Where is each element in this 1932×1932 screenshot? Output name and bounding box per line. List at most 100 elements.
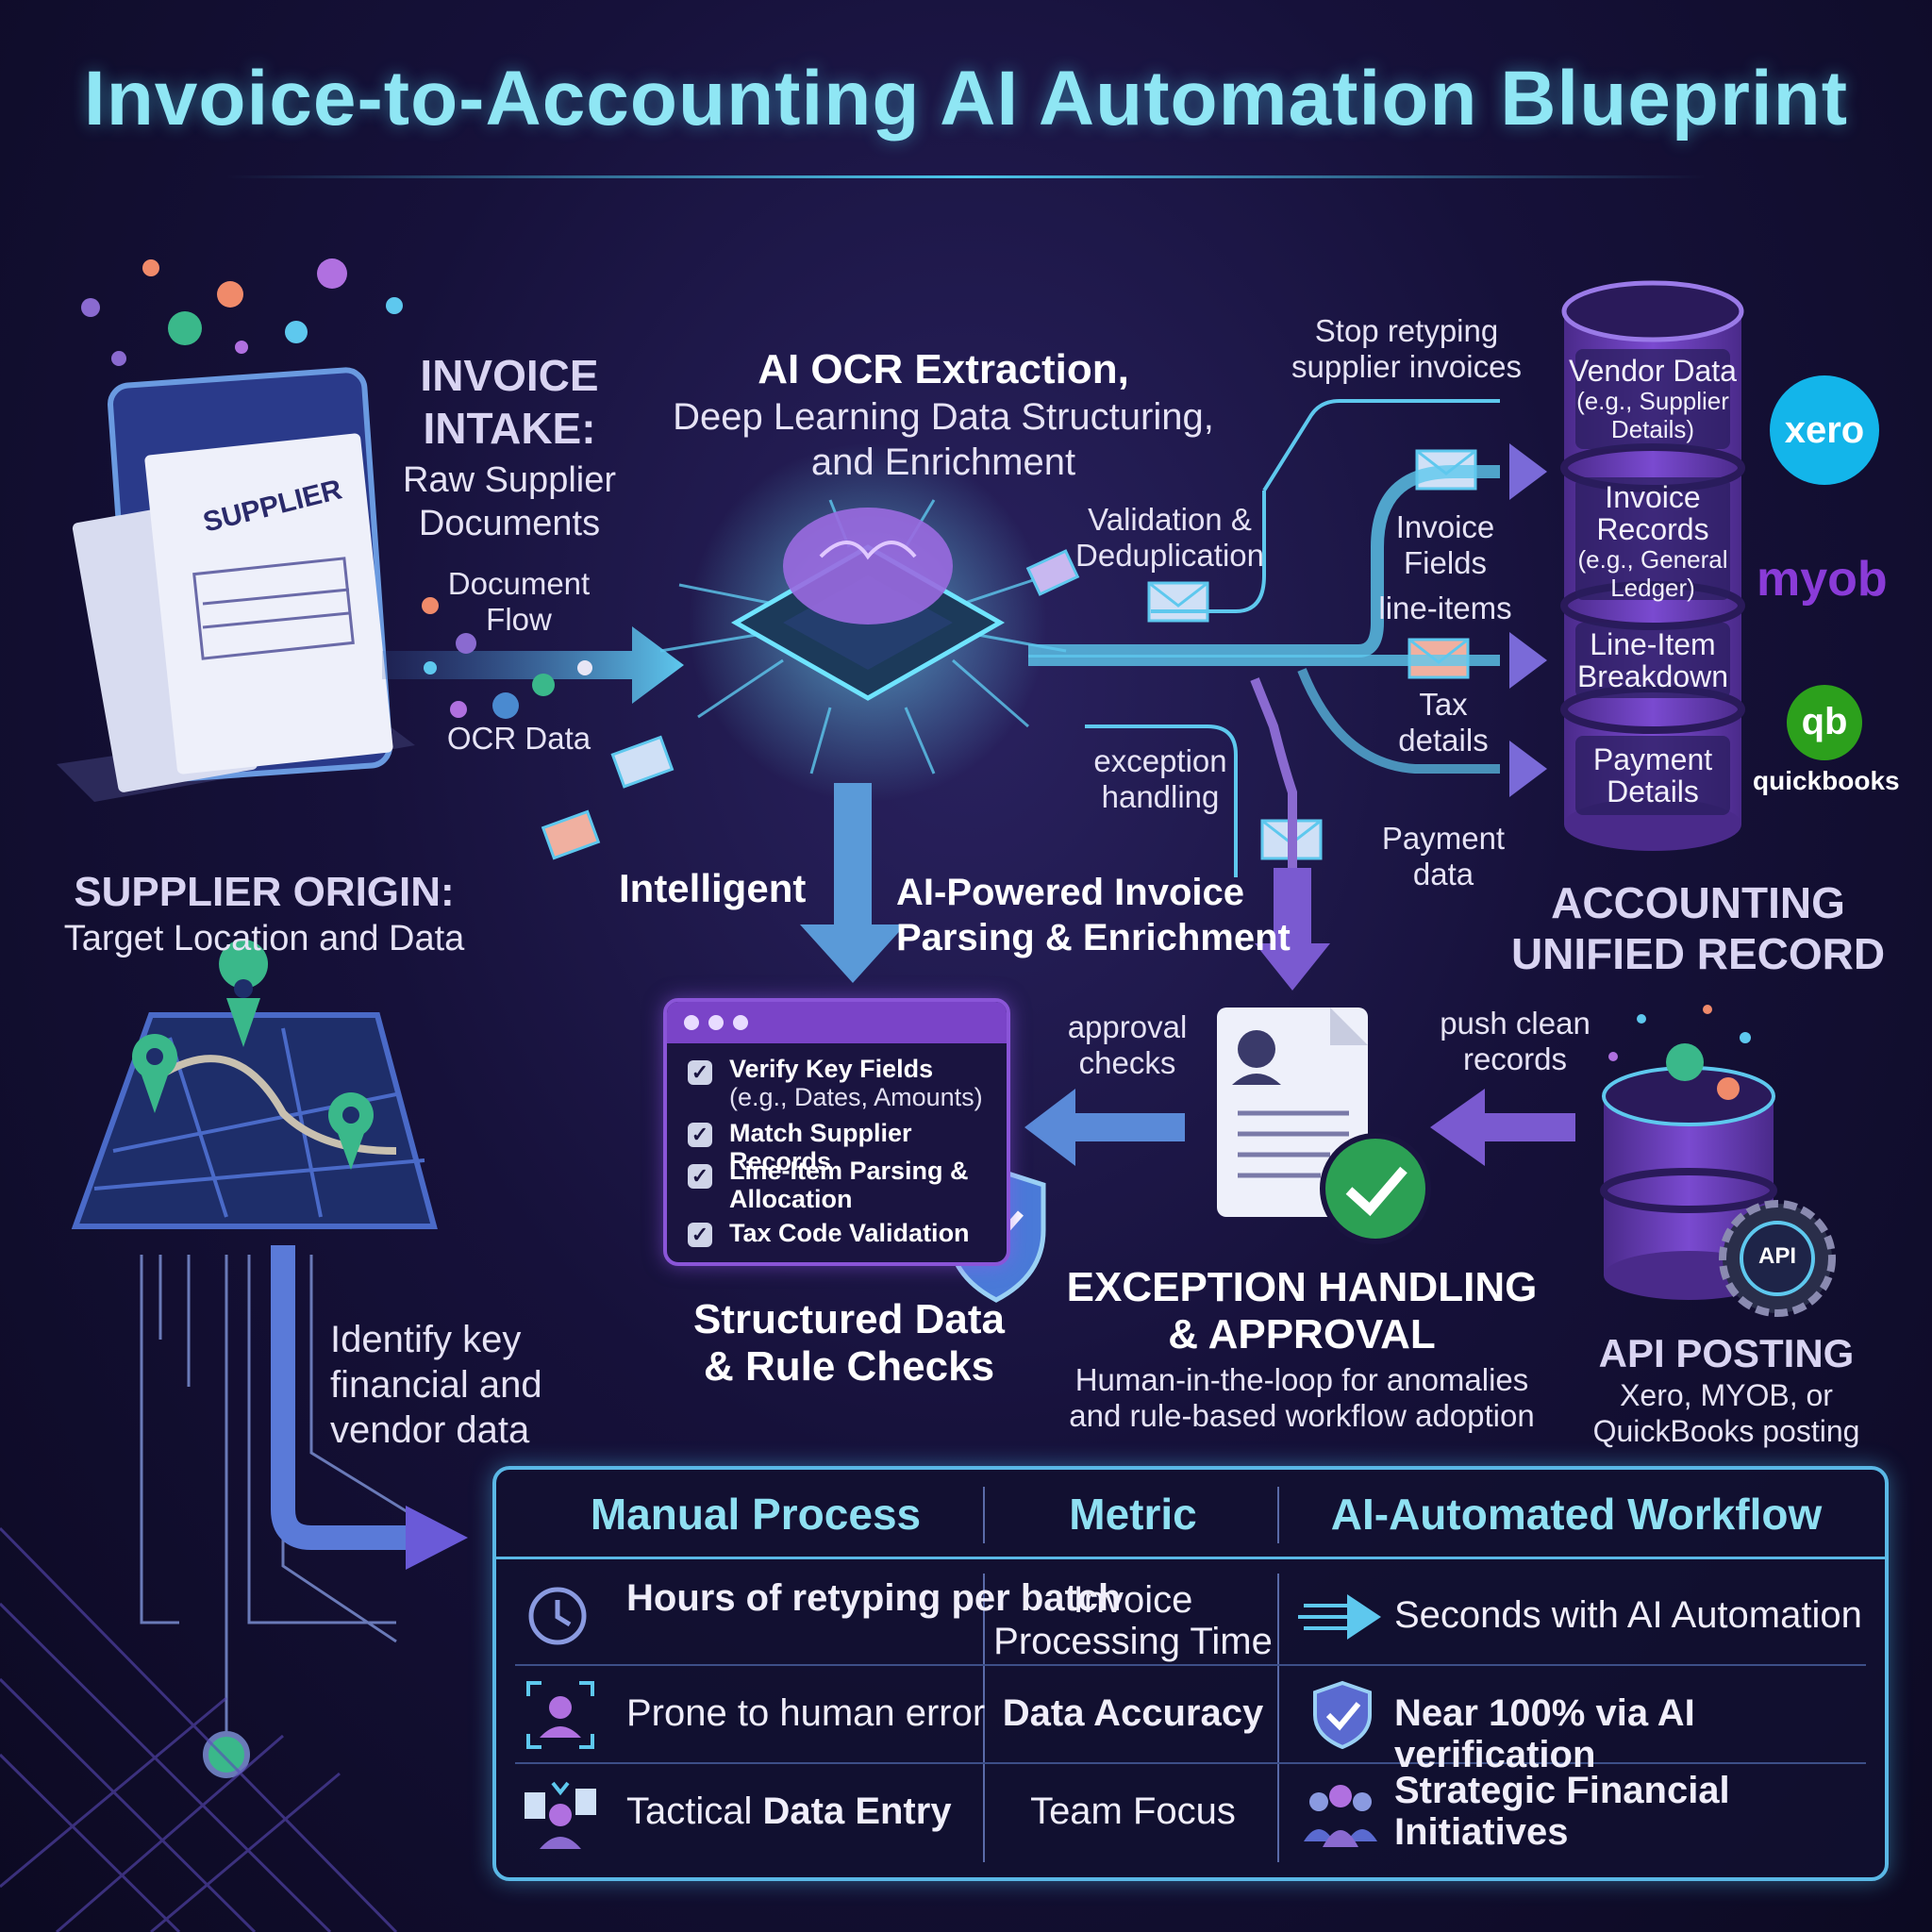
node-circle <box>203 1731 250 1778</box>
panel-title-bar <box>667 1002 1007 1043</box>
invoice-label2: Records <box>1596 512 1709 546</box>
divider <box>1277 1574 1279 1862</box>
left-arrow-to-checks <box>1024 1089 1185 1166</box>
tax-line1: Tax <box>1419 687 1468 722</box>
exception-title-line1: EXCEPTION HANDLING <box>1066 1264 1538 1310</box>
down-arrow-to-approval <box>1255 868 1330 991</box>
supplier-origin-title: SUPPLIER ORIGIN: <box>74 869 455 915</box>
api-badge: API <box>1757 1243 1796 1269</box>
check-item-line-item: Line-Item Parsing & Allocation <box>729 1157 969 1213</box>
exception-approval: EXCEPTION HANDLING & APPROVAL Human-in-t… <box>1057 1264 1547 1434</box>
vendor-sub2: Details) <box>1610 415 1695 443</box>
intake-sub-line2: Documents <box>418 504 601 543</box>
checkbox-checked[interactable]: ✓ <box>688 1164 712 1189</box>
down-arrow-to-checks <box>800 783 906 983</box>
check-item-verify: Verify Key Fields (e.g., Dates, Amounts) <box>729 1055 983 1111</box>
speed-arrow-icon <box>1298 1594 1381 1640</box>
row1-metric: Invoice Processing Time <box>987 1579 1279 1662</box>
ai-chip-illustration <box>659 443 1067 802</box>
header-metric: Metric <box>1069 1490 1197 1539</box>
stop-retyping-label: Stop retyping supplier invoices <box>1279 313 1534 385</box>
row1-metric-line1: Invoice <box>1073 1579 1193 1621</box>
intake-sub-line1: Raw Supplier <box>403 460 616 500</box>
api-sub1: Xero, MYOB, or <box>1620 1378 1833 1412</box>
api-title: API POSTING <box>1598 1331 1855 1375</box>
approval-checks-label: approval checks <box>1047 1009 1208 1081</box>
invoice-fields-line1: Invoice <box>1395 509 1495 544</box>
parsing-line2: Parsing & Enrichment <box>896 917 1291 958</box>
accounting-line1: ACCOUNTING <box>1551 878 1845 927</box>
grid-floor <box>0 1526 398 1932</box>
quickbooks-logo-mark: qb <box>1787 685 1862 760</box>
myob-logo: myob <box>1757 552 1888 607</box>
payment-data-label: Payment data <box>1368 821 1519 892</box>
identify-line3: vendor data <box>330 1409 530 1451</box>
line-item-text: Line-Item Parsing & <box>729 1157 969 1185</box>
divider <box>983 1487 985 1543</box>
approval-document-illustration <box>1217 1008 1431 1244</box>
row-divider <box>515 1762 1866 1764</box>
structured-line2: & Rule Checks <box>703 1343 995 1390</box>
ocr-sub-line2: and Enrichment <box>810 441 1076 483</box>
supplier-map-illustration <box>71 939 438 1229</box>
tax-details-label: Tax details <box>1387 687 1500 758</box>
ocr-data-label: OCR Data <box>446 721 591 756</box>
intake-arrow <box>382 626 684 704</box>
exception-sub2: and rule-based workflow adoption <box>1069 1398 1535 1433</box>
arrowhead <box>1509 741 1547 797</box>
checkbox-checked[interactable]: ✓ <box>688 1123 712 1147</box>
title-divider <box>226 175 1706 178</box>
window-dot <box>708 1015 724 1030</box>
line-item-label2: Breakdown <box>1576 659 1729 693</box>
arrowhead <box>1509 443 1547 500</box>
row1-manual: Hours of retyping per batch <box>626 1577 1122 1619</box>
team-icon <box>1304 1785 1377 1847</box>
approval-line2: checks <box>1078 1045 1176 1080</box>
document-flow-line2: Flow <box>486 602 552 637</box>
validation-label: Validation & Deduplication <box>1075 502 1264 574</box>
clock-icon <box>528 1587 587 1645</box>
checkbox-checked[interactable]: ✓ <box>688 1223 712 1247</box>
invoice-sub2: Ledger) <box>1610 574 1695 602</box>
supplier-origin-sub: Target Location and Data <box>63 919 465 958</box>
divider <box>1277 1487 1279 1543</box>
api-posting: API POSTING Xero, MYOB, or QuickBooks po… <box>1566 1330 1887 1449</box>
checkbox-checked[interactable]: ✓ <box>688 1060 712 1085</box>
document-flow-line1: Document <box>447 566 591 601</box>
invoice-label: Invoice <box>1605 480 1701 514</box>
db-layer-line-item: Line-Item Breakdown <box>1568 628 1738 692</box>
row3-manual: Tactical Data Entry <box>626 1790 952 1832</box>
parsing-label: AI-Powered Invoice Parsing & Enrichment <box>896 870 1291 960</box>
payment-details-label2: Details <box>1607 774 1699 808</box>
document-flow-label: Document Flow <box>434 566 604 638</box>
intake-title: INVOICE INTAKE: <box>396 349 623 455</box>
intake-subtitle: Raw Supplier Documents <box>396 458 623 545</box>
row3-ai: Strategic Financial Initiatives <box>1394 1770 1730 1853</box>
exception-sub1: Human-in-the-loop for anomalies <box>1074 1362 1529 1397</box>
shield-check-icon <box>1313 1680 1372 1749</box>
quickbooks-logo-text: quickbooks <box>1753 766 1900 795</box>
row2-manual: Prone to human error <box>626 1692 986 1734</box>
db-layer-invoice: Invoice Records (e.g., General Ledger) <box>1568 481 1738 602</box>
branch-flow-lines <box>1028 399 1500 953</box>
push-line1: push clean <box>1440 1006 1591 1041</box>
window-dot <box>684 1015 699 1030</box>
row1-metric-line2: Processing Time <box>993 1621 1273 1662</box>
structured-line1: Structured Data <box>692 1296 1006 1342</box>
page-title: Invoice-to-Accounting AI Automation Blue… <box>83 56 1849 142</box>
row1-ai: Seconds with AI Automation <box>1394 1594 1862 1636</box>
intake-title-line2: INTAKE: <box>423 404 596 453</box>
approval-line1: approval <box>1067 1009 1188 1044</box>
stop-line2: supplier invoices <box>1291 349 1522 384</box>
database-cylinder <box>1560 280 1745 851</box>
window-dot <box>733 1015 748 1030</box>
invoice-fields-line2: Fields <box>1403 545 1488 580</box>
flow-particles <box>422 597 592 719</box>
payment-details-label: Payment <box>1592 742 1713 776</box>
invoice-fields-label: Invoice Fields <box>1370 509 1521 581</box>
identify-line1: Identify key <box>330 1319 522 1360</box>
envelope-icons <box>541 449 1477 860</box>
identify-line2: financial and <box>330 1364 542 1406</box>
row3-manual-part1: Tactical <box>626 1790 763 1832</box>
